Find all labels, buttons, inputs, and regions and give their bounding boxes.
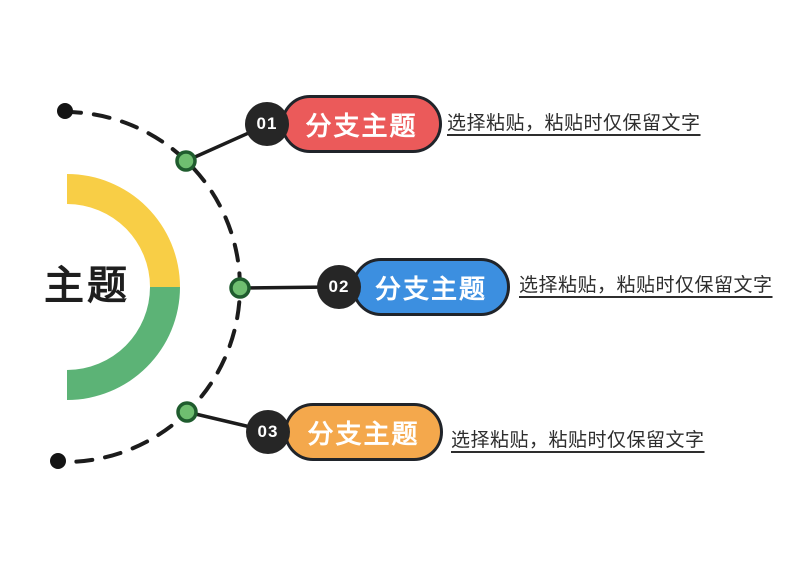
arc-endpoint-dot-bottom (50, 453, 66, 469)
branch-node-dot-2[interactable] (229, 277, 251, 299)
branch-note-1[interactable]: 选择粘贴，粘贴时仅保留文字 (447, 113, 701, 134)
branch-node-dot-3[interactable] (176, 401, 198, 423)
branch-topic-label-2: 分支主题 (374, 273, 487, 304)
branch-number-badge-1[interactable]: 01 (245, 102, 289, 146)
branch-note-3[interactable]: 选择粘贴，粘贴时仅保留文字 (451, 430, 705, 451)
center-ring-bottom-segment (67, 287, 180, 400)
branch-topic-label-1: 分支主题 (305, 110, 418, 141)
branch-number-badge-2[interactable]: 02 (317, 265, 361, 309)
arc-endpoint-dot-top (57, 103, 73, 119)
connector-line-branch-2 (239, 285, 333, 290)
branch-node-dot-1[interactable] (175, 150, 197, 172)
branch-topic-pill-3[interactable]: 分支主题 (284, 403, 443, 461)
central-topic[interactable]: 主题 (44, 264, 130, 308)
branch-note-2[interactable]: 选择粘贴，粘贴时仅保留文字 (519, 275, 773, 296)
branch-number-badge-3[interactable]: 03 (246, 410, 290, 454)
branch-topic-pill-1[interactable]: 分支主题 (281, 95, 442, 153)
center-ring-top-segment (67, 174, 180, 287)
branch-topic-label-3: 分支主题 (307, 418, 420, 449)
branch-topic-pill-2[interactable]: 分支主题 (352, 258, 510, 316)
